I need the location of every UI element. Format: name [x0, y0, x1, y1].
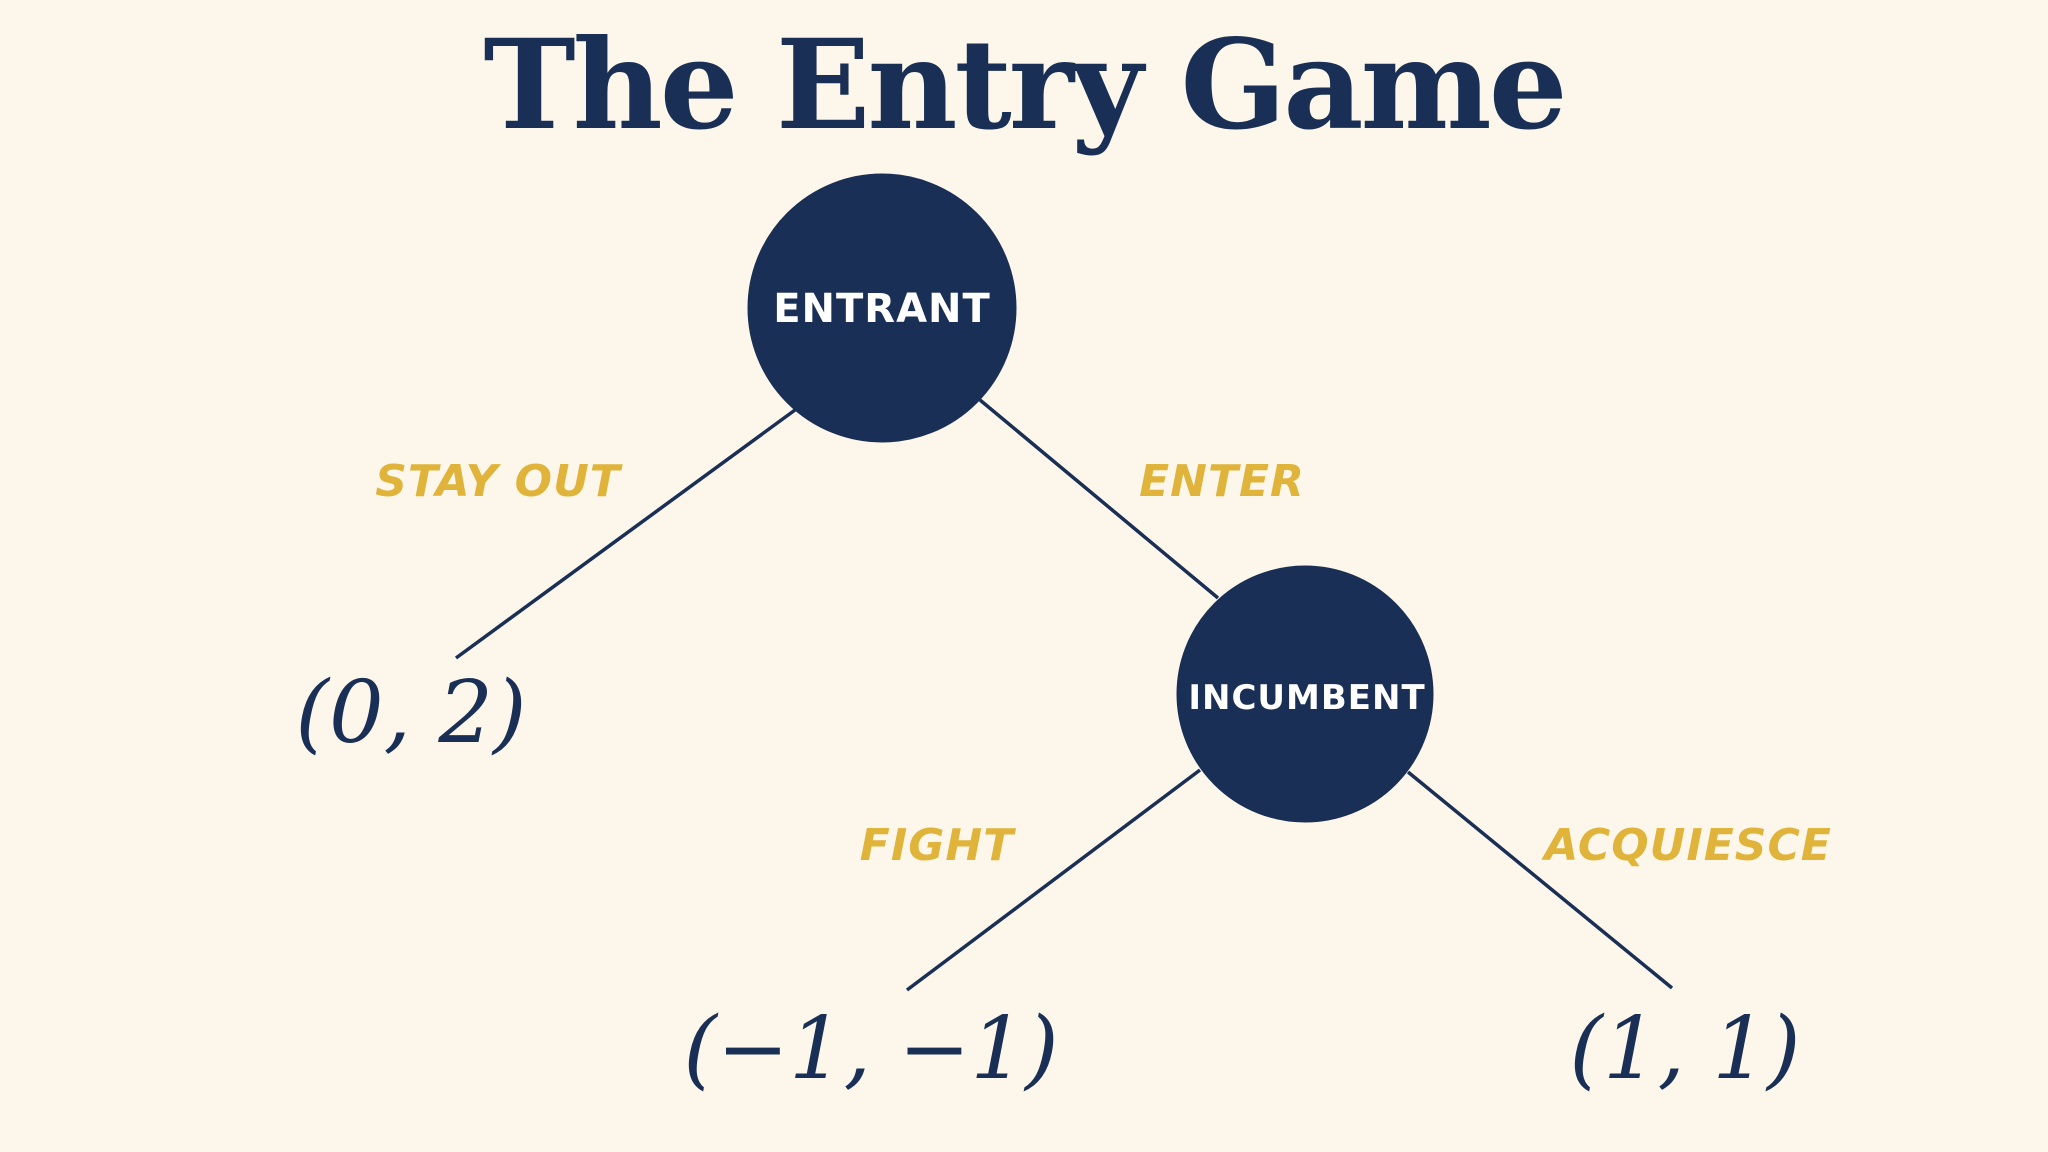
edge-acquiesce — [1406, 770, 1674, 990]
incumbent-node-label: INCUMBENT — [1188, 678, 1425, 718]
edge-fight — [905, 768, 1202, 992]
entrant-node-circle — [747, 173, 1017, 443]
entrant-node-label: ENTRANT — [773, 286, 991, 332]
edge-enter — [978, 398, 1220, 600]
payoff-stay-out: (0, 2) — [295, 663, 526, 763]
action-label-stay-out: STAY OUT — [375, 456, 623, 507]
payoff-fight: (−1, −1) — [683, 999, 1058, 1099]
action-label-enter: ENTER — [1139, 456, 1305, 507]
incumbent-node-circle — [1176, 565, 1434, 823]
incumbent-node: INCUMBENT — [1176, 565, 1434, 823]
action-label-fight: FIGHT — [860, 820, 1016, 871]
entrant-node: ENTRANT — [747, 173, 1017, 443]
action-label-acquiesce: ACQUIESCE — [1541, 820, 1832, 871]
payoff-acquiesce: (1, 1) — [1569, 999, 1800, 1099]
edge-stay-out — [454, 408, 797, 660]
page-title: The Entry Game — [483, 13, 1567, 158]
